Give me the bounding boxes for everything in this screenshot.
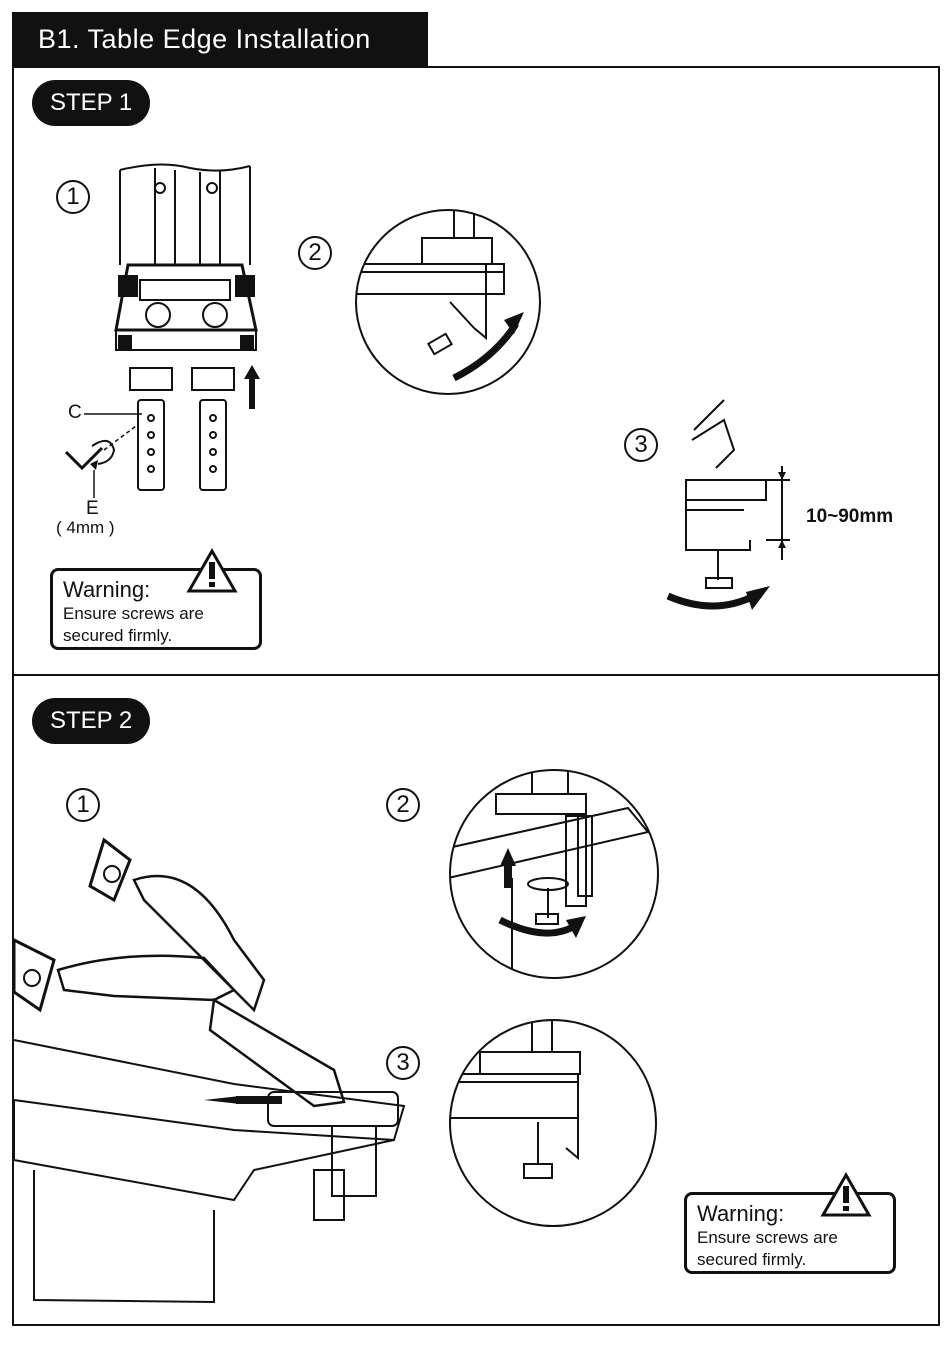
- part-e-label: E: [86, 498, 99, 520]
- up-arrow-icon: [244, 365, 260, 409]
- part-e-leader: [92, 470, 96, 500]
- step-1-sub-1: 1: [56, 180, 90, 214]
- clamp-range-illustration: [654, 400, 794, 620]
- part-c-leader: [84, 412, 144, 416]
- part-e-size: ( 4mm ): [56, 518, 115, 538]
- hex-key-icon: [62, 420, 142, 480]
- step-2-badge: STEP 2: [32, 698, 150, 744]
- warning-triangle-icon: [821, 1173, 871, 1217]
- section-title: B1. Table Edge Installation: [12, 12, 428, 66]
- step-1-badge: STEP 1: [32, 80, 150, 126]
- warning-line-1: Ensure screws are: [697, 1227, 883, 1249]
- step-2-sub-2: 2: [386, 788, 420, 822]
- warning-line-2: secured firmly.: [697, 1249, 883, 1271]
- warning-line-2: secured firmly.: [63, 625, 249, 647]
- clamp-zoom-illustration: [354, 208, 542, 396]
- clamp-range-label: 10~90mm: [806, 506, 893, 528]
- dual-arm-desk-illustration: [14, 840, 404, 1310]
- step-2-warning-box: Warning: Ensure screws are secured firml…: [684, 1192, 896, 1274]
- tighten-zoom-illustration: [448, 768, 660, 980]
- clamp-secured-illustration: [448, 1018, 658, 1228]
- warning-triangle-icon: [187, 549, 237, 593]
- step-1-warning-box: Warning: Ensure screws are secured firml…: [50, 568, 262, 650]
- warning-line-1: Ensure screws are: [63, 603, 249, 625]
- step-1-sub-3: 3: [624, 428, 658, 462]
- step-2-sub-1: 1: [66, 788, 100, 822]
- step-1-sub-2: 2: [298, 236, 332, 270]
